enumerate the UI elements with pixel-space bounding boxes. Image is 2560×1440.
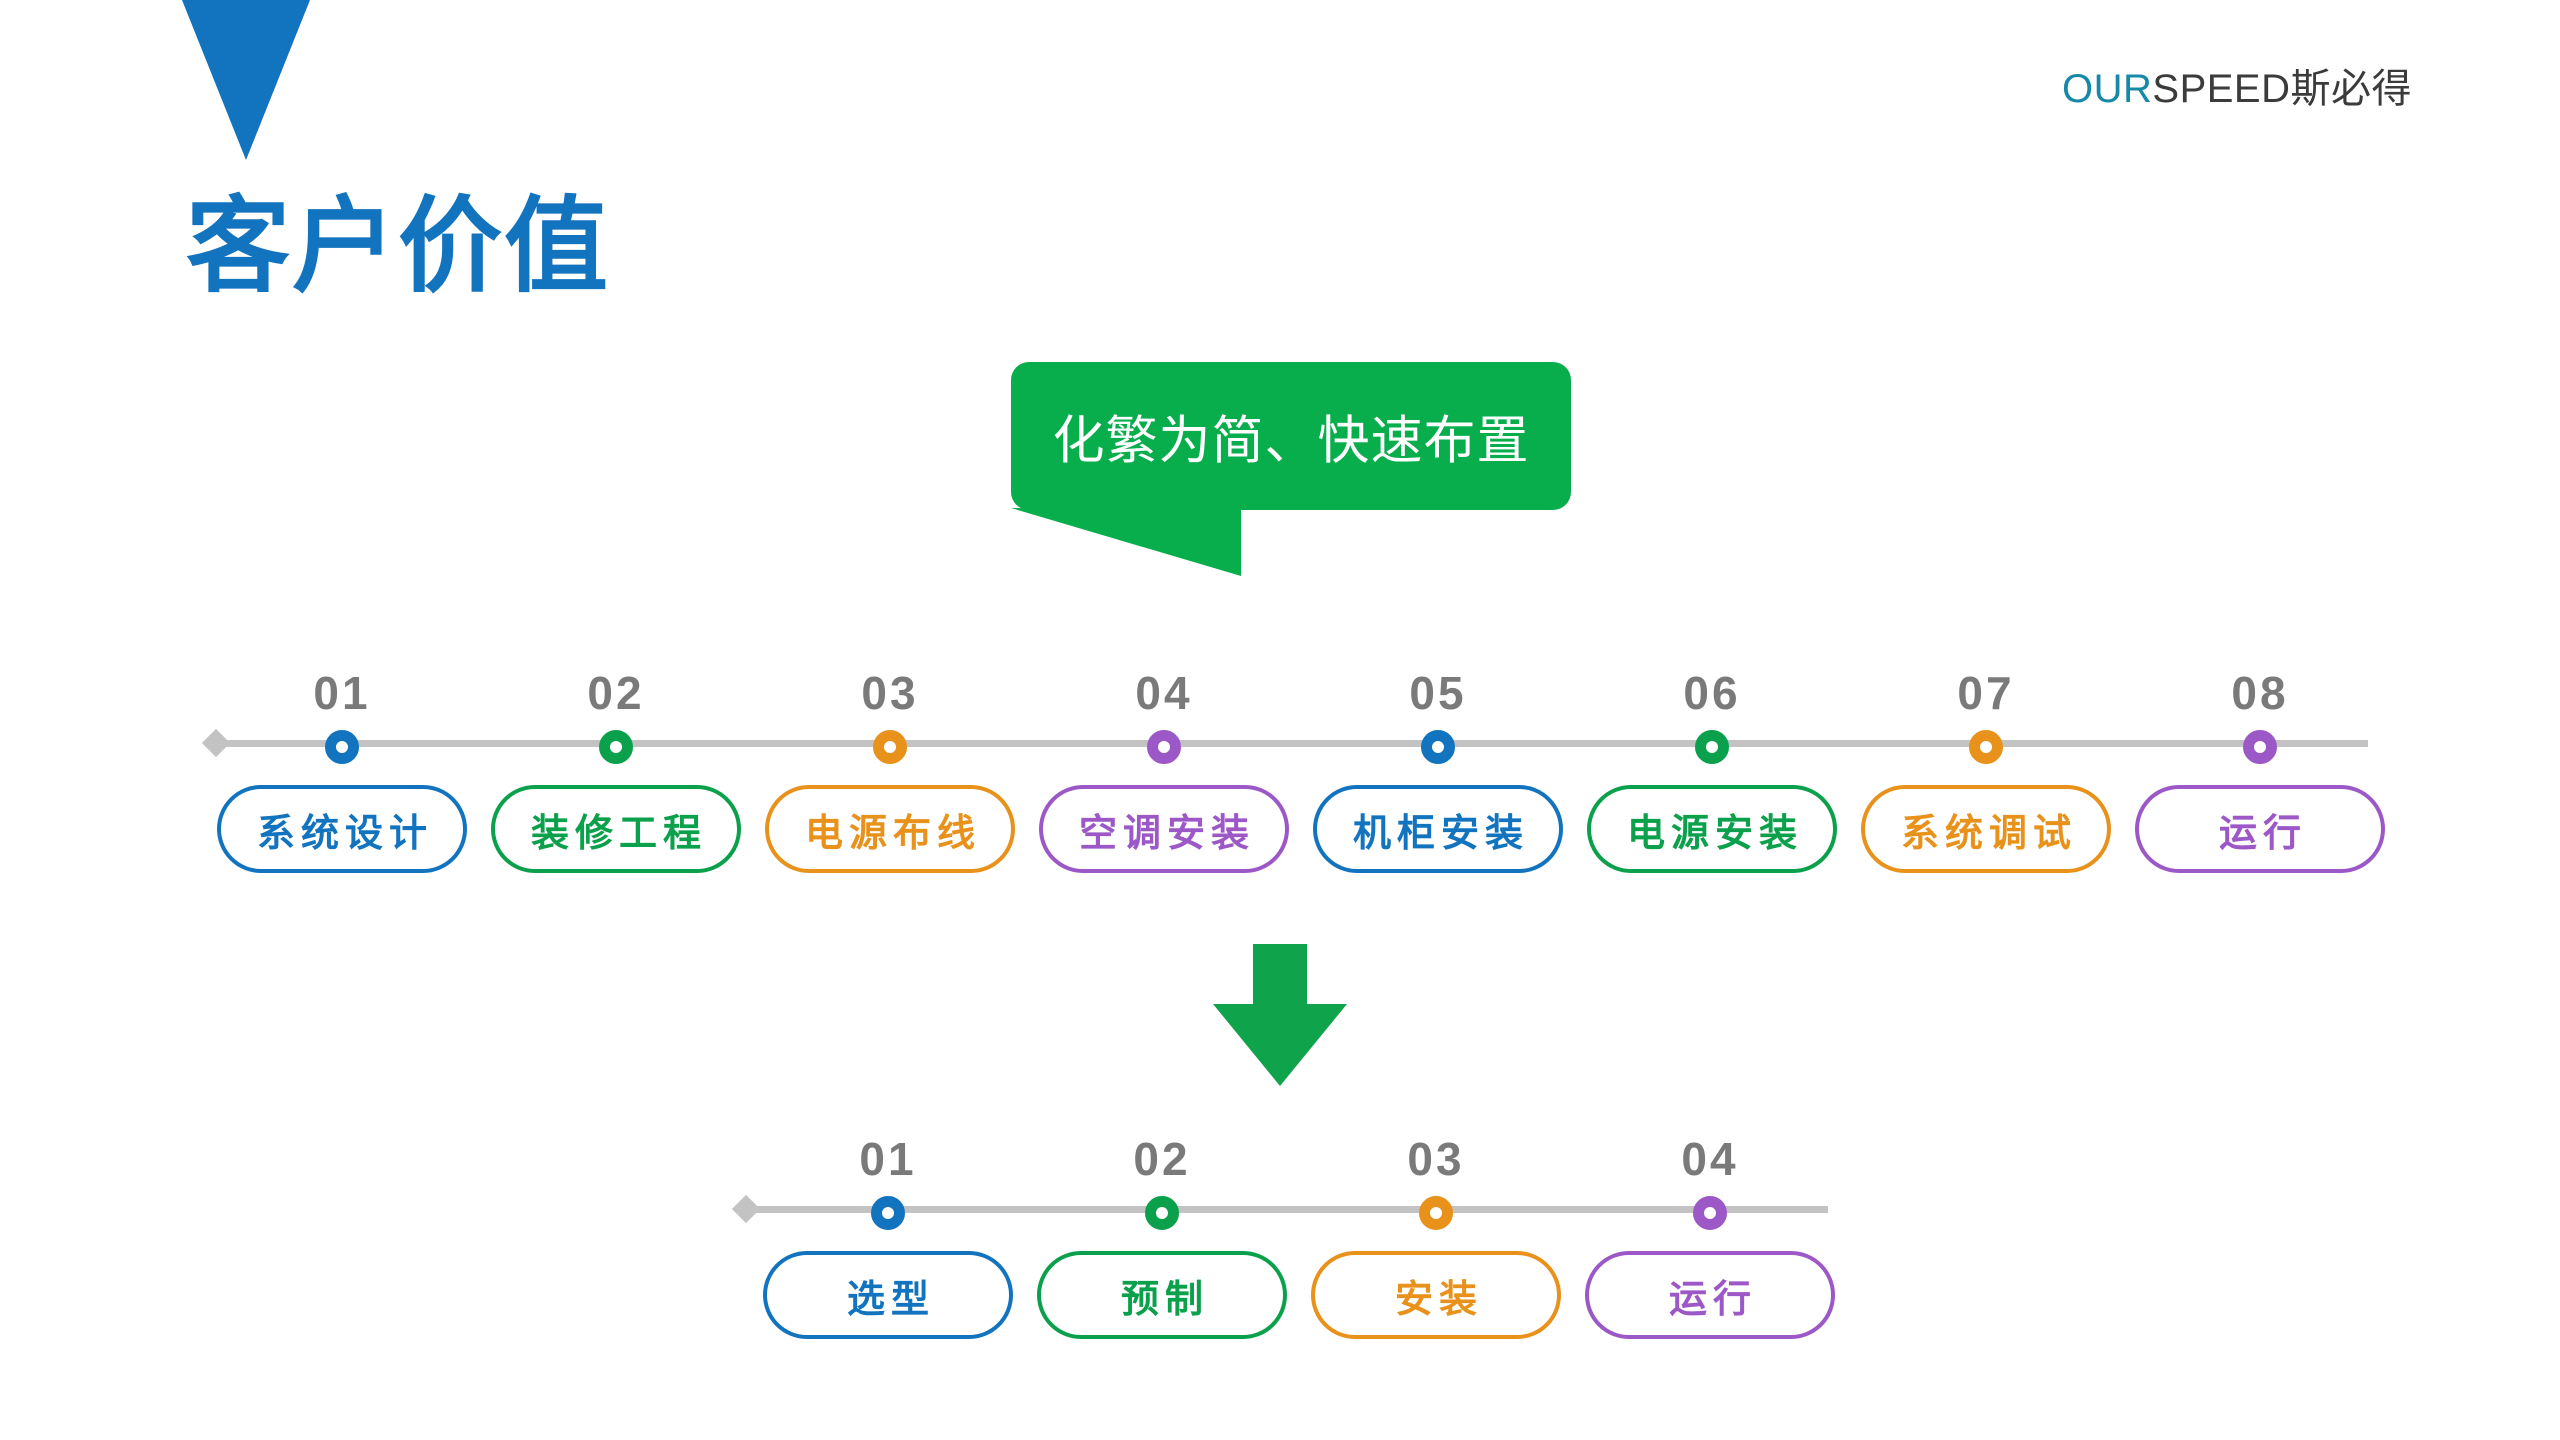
timeline-step-number: 02 — [1133, 1133, 1191, 1185]
timeline-step-label: 装修工程 — [530, 812, 707, 855]
timeline-step-dot-icon[interactable] — [871, 1196, 905, 1230]
timeline-step[interactable]: 01 系统设计 — [217, 670, 467, 873]
timeline-step[interactable]: 01 选型 — [763, 1136, 1013, 1339]
timeline-step-label: 机柜安装 — [1352, 812, 1529, 855]
timeline-step-dot-icon[interactable] — [1147, 730, 1181, 764]
timeline-step-number: 03 — [1407, 1133, 1465, 1185]
timeline-start-marker-icon — [731, 1194, 761, 1224]
timeline-step-label: 运行 — [1668, 1278, 1757, 1321]
timeline-step-pill[interactable]: 机柜安装 — [1313, 785, 1563, 873]
timeline-step-number: 02 — [587, 667, 645, 719]
timeline-step-dot-icon[interactable] — [325, 730, 359, 764]
timeline-step-label: 空调安装 — [1078, 812, 1255, 855]
timeline-step-pill[interactable]: 系统调试 — [1861, 785, 2111, 873]
brand-logo-speed: SPEED — [2152, 67, 2291, 111]
timeline-step-dot-icon[interactable] — [1695, 730, 1729, 764]
timeline-before: 01 系统设计 02 装修工程 03 电源布线 04 空调安装 05 机柜安装 06 电源安装 07 系统… — [0, 670, 2560, 1000]
timeline-step-label: 电源布线 — [804, 812, 981, 855]
timeline-step-number: 08 — [2231, 667, 2289, 719]
timeline-step-dot-icon[interactable] — [599, 730, 633, 764]
timeline-step[interactable]: 03 电源布线 — [765, 670, 1015, 873]
timeline-step-dot-icon[interactable] — [1419, 1196, 1453, 1230]
timeline-step-pill[interactable]: 空调安装 — [1039, 785, 1289, 873]
down-arrow-icon — [1213, 944, 1347, 1086]
timeline-step-label: 预制 — [1120, 1278, 1209, 1321]
timeline-axis-line — [210, 740, 2368, 747]
brand-logo: OURSPEED斯必得 — [2062, 56, 2412, 114]
timeline-step[interactable]: 03 安装 — [1311, 1136, 1561, 1339]
timeline-axis-line — [740, 1206, 1828, 1213]
timeline-step-number: 07 — [1957, 667, 2015, 719]
timeline-step[interactable]: 04 空调安装 — [1039, 670, 1289, 873]
timeline-step-number: 05 — [1409, 667, 1467, 719]
timeline-step-dot-icon[interactable] — [2243, 730, 2277, 764]
timeline-step-pill[interactable]: 预制 — [1037, 1251, 1287, 1339]
timeline-step-pill[interactable]: 装修工程 — [491, 785, 741, 873]
page-title: 客户价值 — [186, 189, 611, 305]
callout-bubble: 化繁为简、快速布置 — [1011, 362, 1571, 510]
timeline-step[interactable]: 02 装修工程 — [491, 670, 741, 873]
timeline-step[interactable]: 02 预制 — [1037, 1136, 1287, 1339]
timeline-step-label: 运行 — [2218, 812, 2307, 855]
timeline-after: 01 选型 02 预制 03 安装 04 运行 — [0, 1136, 2560, 1440]
timeline-step-dot-icon[interactable] — [873, 730, 907, 764]
timeline-step-number: 01 — [313, 667, 371, 719]
timeline-step-number: 03 — [861, 667, 919, 719]
timeline-step-pill[interactable]: 电源安装 — [1587, 785, 1837, 873]
brand-logo-our: OUR — [2062, 67, 2153, 111]
timeline-step-label: 系统设计 — [256, 812, 433, 855]
brand-logo-cn: 斯必得 — [2290, 67, 2412, 111]
timeline-step-label: 选型 — [846, 1278, 935, 1321]
timeline-step-pill[interactable]: 安装 — [1311, 1251, 1561, 1339]
timeline-step[interactable]: 07 系统调试 — [1861, 670, 2111, 873]
timeline-step-dot-icon[interactable] — [1145, 1196, 1179, 1230]
timeline-step-pill[interactable]: 运行 — [2135, 785, 2385, 873]
timeline-step-pill[interactable]: 电源布线 — [765, 785, 1015, 873]
timeline-step-label: 系统调试 — [1900, 812, 2077, 855]
timeline-step[interactable]: 04 运行 — [1585, 1136, 1835, 1339]
timeline-step-pill[interactable]: 选型 — [763, 1251, 1013, 1339]
timeline-step-number: 01 — [859, 1133, 917, 1185]
timeline-step-label: 电源安装 — [1626, 812, 1803, 855]
timeline-step-number: 04 — [1135, 667, 1193, 719]
timeline-step-label: 安装 — [1394, 1278, 1483, 1321]
timeline-step[interactable]: 05 机柜安装 — [1313, 670, 1563, 873]
timeline-step[interactable]: 06 电源安装 — [1587, 670, 1837, 873]
timeline-step-dot-icon[interactable] — [1693, 1196, 1727, 1230]
timeline-step[interactable]: 08 运行 — [2135, 670, 2385, 873]
timeline-step-dot-icon[interactable] — [1969, 730, 2003, 764]
callout-tail-icon — [1011, 508, 1241, 576]
timeline-step-pill[interactable]: 系统设计 — [217, 785, 467, 873]
callout-text: 化繁为简、快速布置 — [1052, 412, 1530, 471]
timeline-step-number: 06 — [1683, 667, 1741, 719]
timeline-step-dot-icon[interactable] — [1421, 730, 1455, 764]
triangle-decoration-icon — [182, 0, 310, 160]
timeline-step-pill[interactable]: 运行 — [1585, 1251, 1835, 1339]
timeline-step-number: 04 — [1681, 1133, 1739, 1185]
